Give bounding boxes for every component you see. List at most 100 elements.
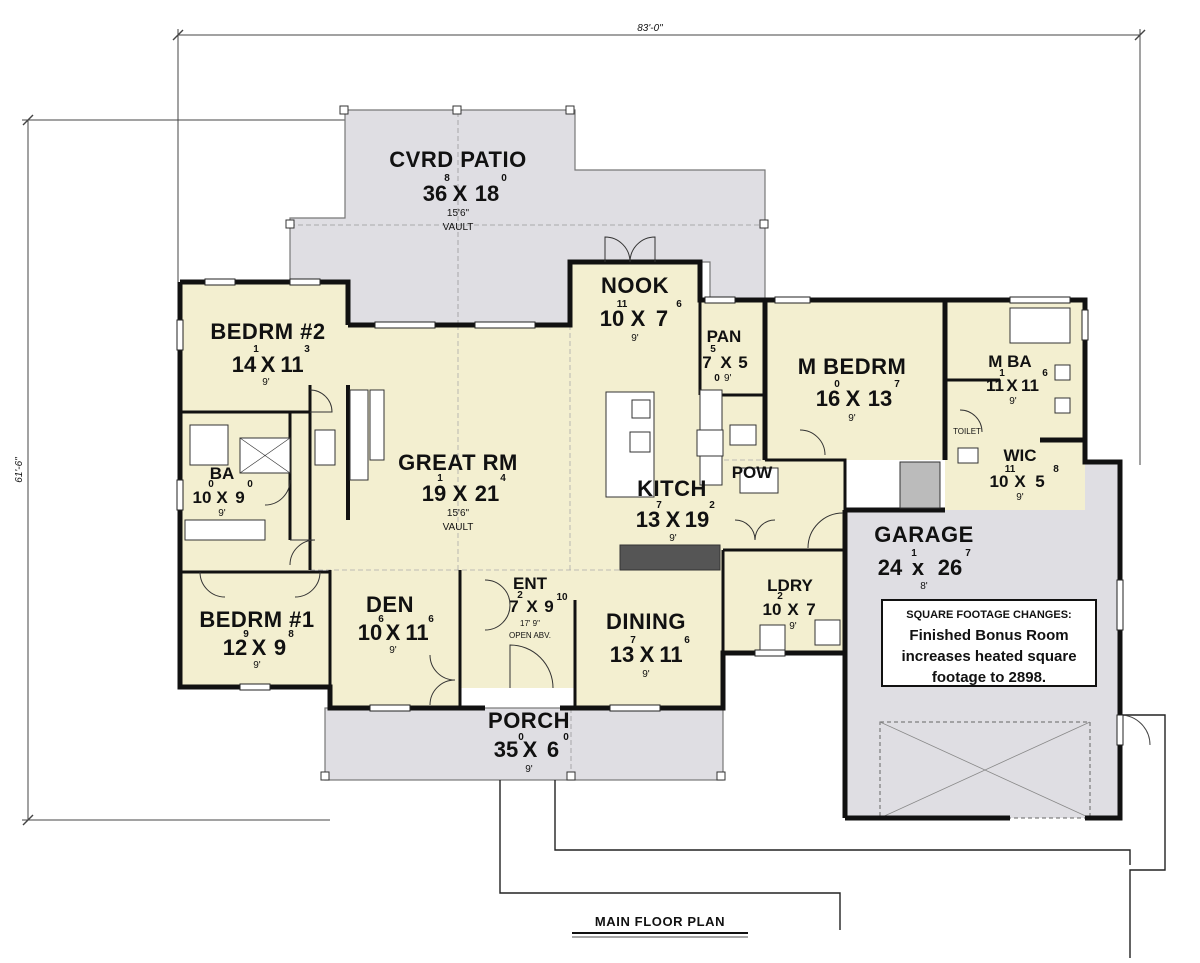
room-ceiling: 9' <box>389 645 397 656</box>
room-pow-label: POW <box>732 463 774 482</box>
room-porch: PORCH 35 0 X 6 0 9' <box>488 708 569 775</box>
room-x: X <box>666 507 681 532</box>
room-depth-inches: 0 <box>501 173 507 184</box>
room-depth-inches: 4 <box>500 473 506 484</box>
room-depth: 9 <box>274 635 286 660</box>
room-x: X <box>640 642 655 667</box>
room-name: BA <box>210 464 235 483</box>
room-ceiling: 15'6" <box>447 208 470 219</box>
room-name: DINING <box>606 609 686 634</box>
room-depth: 9 <box>544 597 553 616</box>
room-kitch: KITCH 13 7 X 19 2 9' <box>636 476 715 544</box>
room-width: 10 <box>763 600 782 619</box>
room-depth: 7 <box>806 600 815 619</box>
room-x: x <box>912 555 925 580</box>
room-x: X <box>1014 472 1026 491</box>
room-depth: 19 <box>685 507 709 532</box>
room-bath: BA 10 0 X 9 0 9' <box>193 464 254 519</box>
room-width: 16 <box>816 386 840 411</box>
room-width: 14 <box>232 352 257 377</box>
room-depth-inches: 0 <box>247 479 253 490</box>
room-nook: NOOK 10 11 X 7 6 9' <box>600 273 682 344</box>
site-lines <box>499 714 1166 958</box>
porch-area <box>320 707 726 781</box>
room-width: 10 <box>600 306 624 331</box>
room-name: BEDRM #1 <box>199 607 314 632</box>
room-name: M BA <box>988 352 1031 371</box>
room-depth: 11 <box>659 642 682 667</box>
room-depth-inches: 0 <box>714 373 720 384</box>
room-width-inches: 5 <box>710 344 716 355</box>
overall-depth-dimension: 61'-6" <box>14 114 345 826</box>
room-width-inches: 6 <box>378 614 384 625</box>
room-width: 10 <box>193 488 212 507</box>
overall-width-dimension: 83'-0" <box>172 23 1146 465</box>
room-x: X <box>252 635 267 660</box>
room-name: PAN <box>707 327 742 346</box>
note-line-1: Finished Bonus Room <box>909 627 1068 644</box>
room-name: GARAGE <box>874 522 974 547</box>
room-ceiling: 9' <box>631 333 639 344</box>
room-garage: GARAGE 24 1 x 26 7 8' <box>874 522 974 592</box>
room-bedrm1: BEDRM #1 12 9 X 9 8 9' <box>199 607 314 671</box>
room-cvrd-patio: CVRD PATIO 36 8 X 18 0 15'6" VAULT <box>389 147 526 233</box>
room-x: X <box>526 597 538 616</box>
room-name: NOOK <box>601 273 669 298</box>
room-wic: WIC 10 11 X 5 8 9' <box>990 446 1060 503</box>
room-note: VAULT <box>443 222 474 233</box>
room-depth-inches: 6 <box>1042 368 1048 379</box>
room-depth: 5 <box>1035 472 1044 491</box>
room-depth: 11 <box>405 620 428 645</box>
room-pan: PAN 7 5 X 5 0 9' <box>702 327 747 384</box>
room-name: WIC <box>1003 446 1036 465</box>
room-name: GREAT RM <box>398 450 518 475</box>
room-name: BEDRM #2 <box>210 319 325 344</box>
room-ceiling: 15'6" <box>447 508 470 519</box>
room-width-inches: 7 <box>656 500 662 511</box>
room-note: OPEN ABV. <box>509 631 551 640</box>
room-ceiling: 9' <box>789 621 797 632</box>
room-x: X <box>453 181 468 206</box>
room-depth: 11 <box>1021 376 1039 395</box>
room-ceiling: 17' 9" <box>520 619 540 628</box>
room-width-inches: 0 <box>518 732 524 743</box>
room-x: X <box>386 620 401 645</box>
room-depth-inches: 7 <box>894 379 900 390</box>
room-width-inches: 9 <box>243 629 249 640</box>
overall-width-label: 83'-0" <box>637 23 663 34</box>
room-width-inches: 0 <box>208 479 214 490</box>
room-depth: 6 <box>547 737 559 762</box>
note-header: SQUARE FOOTAGE CHANGES: <box>906 609 1071 621</box>
room-x: X <box>453 481 468 506</box>
room-width: 10 <box>358 620 382 645</box>
room-bedrm2: BEDRM #2 14 1 X 11 3 9' <box>210 319 325 388</box>
room-width: 35 <box>494 737 518 762</box>
room-width-inches: 11 <box>1005 464 1016 475</box>
room-width-inches: 2 <box>777 591 783 602</box>
room-depth: 11 <box>280 352 303 377</box>
room-x: X <box>787 600 799 619</box>
covered-patio <box>285 105 769 326</box>
room-ceiling: 9' <box>262 377 270 388</box>
room-depth-inches: 3 <box>304 344 310 355</box>
room-width-inches: 11 <box>617 299 628 310</box>
room-name: CVRD PATIO <box>389 147 526 172</box>
room-width-inches: 1 <box>911 548 917 559</box>
room-depth-inches: 8 <box>1053 464 1059 475</box>
room-den: DEN 10 6 X 11 6 9' <box>358 592 434 656</box>
room-x: X <box>631 306 646 331</box>
room-depth-inches: 8 <box>288 629 294 640</box>
room-toilet-label: TOILET <box>953 427 981 436</box>
room-name: LDRY <box>767 576 813 595</box>
room-ceiling: 9' <box>218 508 226 519</box>
room-x: X <box>720 353 732 372</box>
room-note: VAULT <box>443 522 474 533</box>
room-name: M BEDRM <box>798 354 907 379</box>
room-width-inches: 1 <box>437 473 443 484</box>
room-great-rm: GREAT RM 19 1 X 21 4 15'6" VAULT <box>398 450 518 533</box>
room-width: 19 <box>422 481 446 506</box>
room-x: X <box>216 488 228 507</box>
room-depth: 18 <box>475 181 499 206</box>
room-width: 7 <box>702 353 711 372</box>
